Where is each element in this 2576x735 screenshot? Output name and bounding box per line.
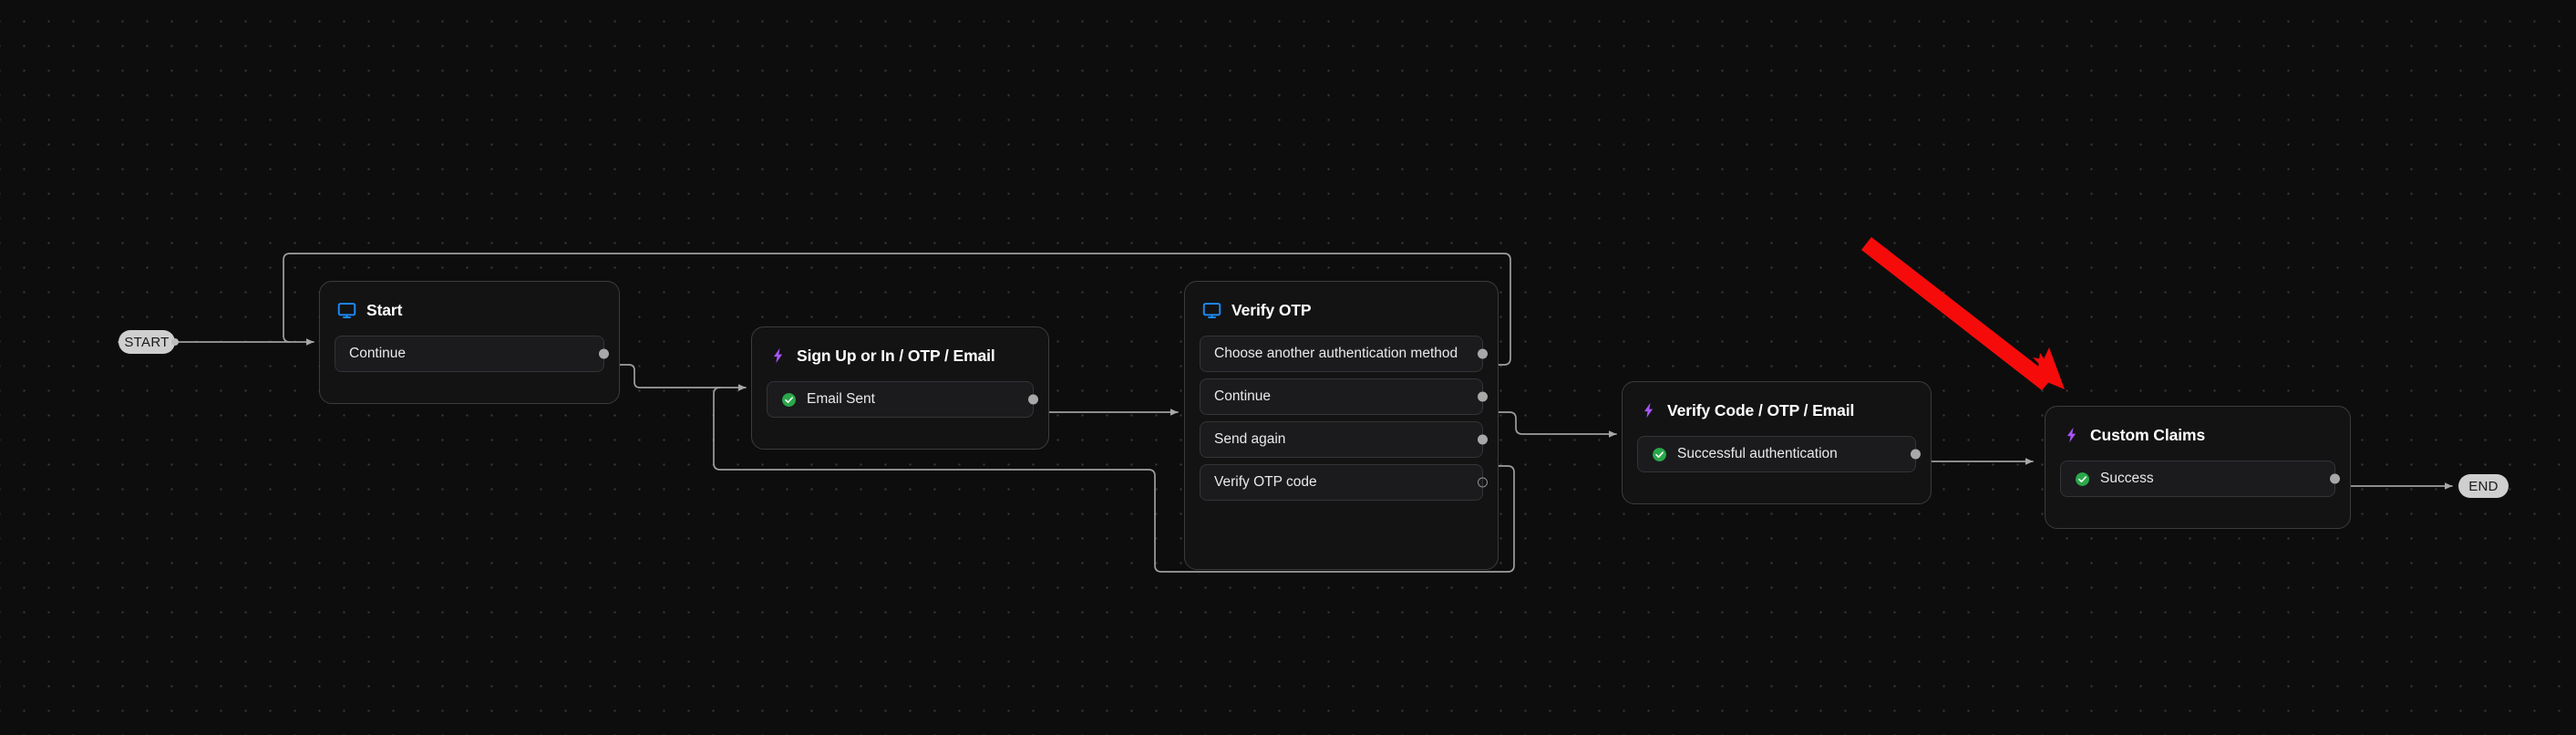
node-sign-up-or-in-header: Sign Up or In / OTP / Email <box>767 342 1034 368</box>
node-custom-claims-header: Custom Claims <box>2060 421 2335 447</box>
check-circle-icon <box>1652 447 1667 462</box>
start-terminal[interactable]: START <box>118 330 179 354</box>
check-circle-icon <box>781 392 797 408</box>
row-send-again[interactable]: Send again <box>1200 421 1488 458</box>
row-continue[interactable]: Continue <box>1200 378 1488 415</box>
row-label: Email Sent <box>807 391 875 407</box>
bolt-icon <box>1640 400 1657 420</box>
node-verify-otp-header: Verify OTP <box>1200 296 1483 322</box>
row-continue[interactable]: Continue <box>335 336 609 372</box>
start-terminal-handle[interactable] <box>171 338 179 346</box>
row-output-handle[interactable] <box>599 348 609 359</box>
row-output-handle[interactable] <box>1028 394 1038 405</box>
node-verify-code-header: Verify Code / OTP / Email <box>1637 397 1916 422</box>
node-verify-otp-title: Verify OTP <box>1231 300 1312 319</box>
row-output-handle[interactable] <box>1478 391 1488 402</box>
node-start-header: Start <box>335 296 604 322</box>
node-custom-claims[interactable]: Custom Claims Success <box>2045 406 2351 529</box>
row-label: Send again <box>1214 431 1286 447</box>
node-verify-code-title: Verify Code / OTP / Email <box>1667 400 1855 419</box>
end-terminal-label: END <box>2468 478 2499 494</box>
row-output-handle[interactable] <box>1478 348 1488 359</box>
row-label: Choose another authentication method <box>1214 346 1458 361</box>
node-verify-otp-rows: Choose another authentication method Con… <box>1200 336 1488 501</box>
row-label: Verify OTP code <box>1214 474 1317 490</box>
node-verify-code-rows: Successful authentication <box>1637 436 1921 472</box>
node-verify-otp[interactable]: Verify OTP Choose another authentication… <box>1184 281 1499 570</box>
row-label: Continue <box>1214 388 1272 404</box>
row-output-handle[interactable] <box>1911 449 1921 460</box>
row-label: Continue <box>349 346 407 361</box>
row-output-handle[interactable] <box>2330 473 2340 484</box>
node-custom-claims-rows: Success <box>2060 461 2340 497</box>
bolt-icon <box>769 346 787 366</box>
node-verify-code[interactable]: Verify Code / OTP / Email Successful aut… <box>1622 381 1932 504</box>
row-success[interactable]: Success <box>2060 461 2340 497</box>
row-choose-another-authentication-method[interactable]: Choose another authentication method <box>1200 336 1488 372</box>
node-start-title: Start <box>366 300 403 319</box>
end-terminal[interactable]: END <box>2458 474 2509 498</box>
row-email-sent[interactable]: Email Sent <box>767 381 1038 418</box>
node-sign-up-or-in[interactable]: Sign Up or In / OTP / Email Email Sent <box>751 326 1049 450</box>
node-start[interactable]: Start Continue <box>319 281 620 404</box>
monitor-icon <box>337 301 356 320</box>
check-circle-icon <box>2075 471 2090 487</box>
node-start-rows: Continue <box>335 336 609 372</box>
row-output-handle[interactable] <box>1478 477 1488 488</box>
row-output-handle[interactable] <box>1478 434 1488 445</box>
node-sign-up-or-in-rows: Email Sent <box>767 381 1038 418</box>
row-label: Success <box>2100 471 2154 486</box>
row-successful-authentication[interactable]: Successful authentication <box>1637 436 1921 472</box>
bolt-icon <box>2063 425 2080 445</box>
start-terminal-label: START <box>124 334 170 350</box>
node-sign-up-or-in-title: Sign Up or In / OTP / Email <box>797 346 995 365</box>
row-verify-otp-code[interactable]: Verify OTP code <box>1200 464 1488 501</box>
node-custom-claims-title: Custom Claims <box>2090 425 2206 444</box>
row-label: Successful authentication <box>1677 446 1838 461</box>
monitor-icon <box>1202 301 1221 320</box>
